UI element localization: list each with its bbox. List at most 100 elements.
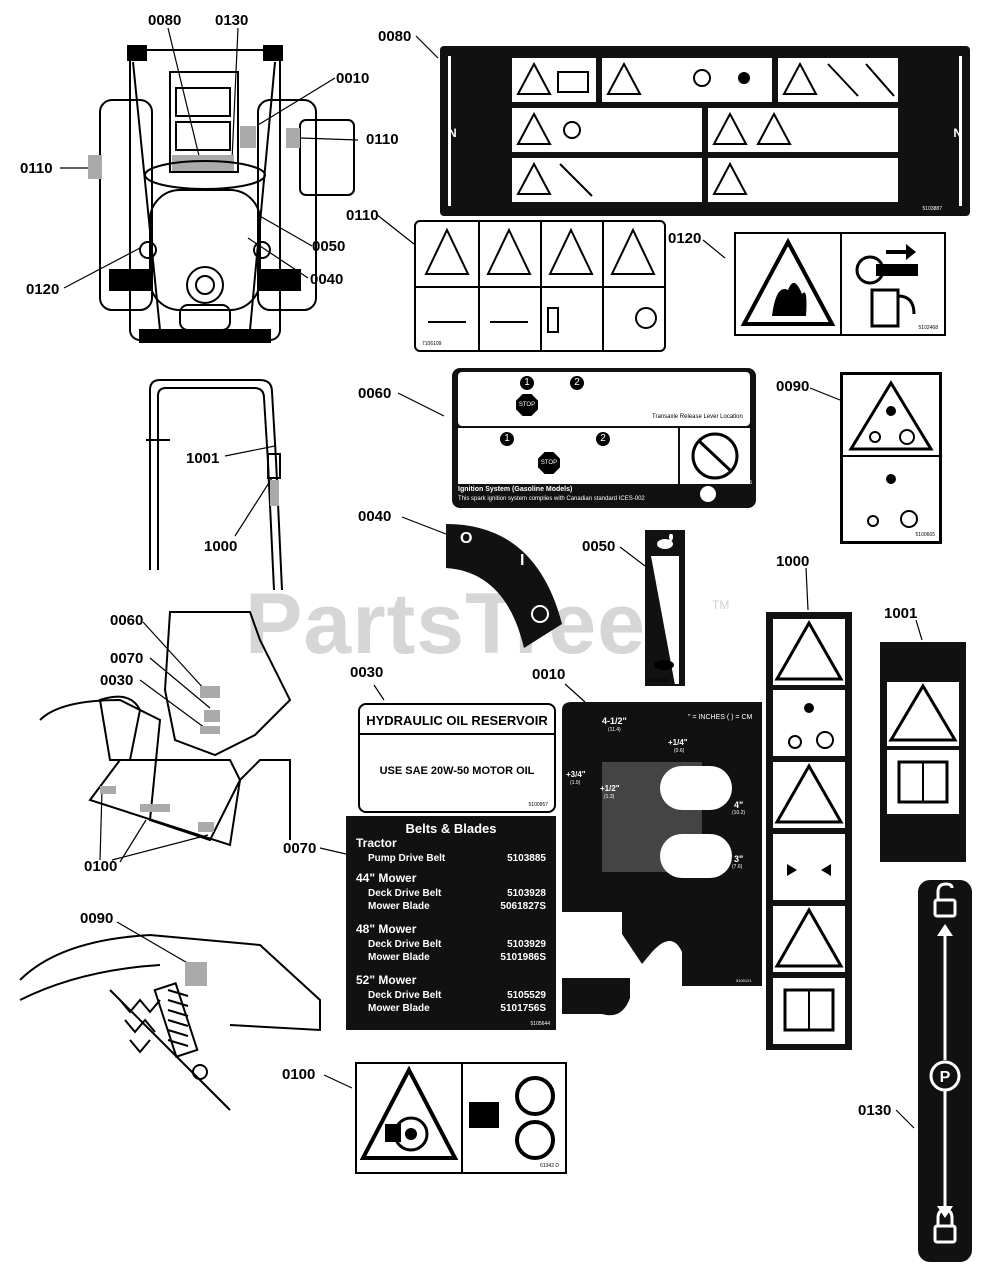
height-plus-1-2-cm: (1.3)	[604, 794, 615, 800]
callout-0030-console[interactable]: 0030	[100, 672, 134, 689]
decal-code: 5103887	[922, 206, 942, 212]
callout-0060-console[interactable]: 0060	[110, 612, 144, 629]
callout-0130-machine[interactable]: 0130	[215, 12, 249, 29]
belts-blades-title: Belts & Blades	[405, 821, 497, 836]
height-4-cm: (10.2)	[732, 810, 746, 816]
callout-0040-machine[interactable]: 0040	[310, 271, 344, 288]
warning-rollover-icon	[512, 158, 702, 202]
steering-handle-view	[146, 379, 283, 591]
callout-0070[interactable]: 0070	[283, 840, 317, 857]
callout-1001[interactable]: 1001	[884, 605, 918, 622]
decal-0050-throttle: 5100960	[645, 530, 685, 686]
warning-read-manual-icon	[512, 58, 596, 102]
section-48-heading: 48" Mower	[356, 922, 417, 936]
callout-1000[interactable]: 1000	[776, 553, 810, 570]
decal-0030-hydraulic-oil: HYDRAULIC OIL RESERVOIR USE SAE 20W-50 M…	[358, 703, 556, 813]
warning-slope-icon	[512, 108, 702, 152]
shock-absorber-view	[19, 933, 321, 1111]
warning-pinch-icon	[773, 762, 845, 828]
warning-no-riders-icon	[778, 58, 898, 102]
trademark-mark: TM	[712, 598, 730, 612]
decal-1000-handle-warnings	[766, 612, 852, 1050]
callout-0120[interactable]: 0120	[668, 230, 702, 247]
step-2-label: 2	[570, 376, 584, 390]
csa-logo-icon	[700, 486, 716, 502]
warning-bystander-icon	[887, 682, 959, 746]
decal-code: 5100121	[736, 978, 752, 983]
decal-1001-handle-warning	[880, 642, 966, 862]
callout-0130[interactable]: 0130	[858, 1102, 892, 1119]
section-44-heading: 44" Mower	[356, 871, 417, 885]
operator-seated-icon	[773, 690, 845, 756]
decal-0080-safety: N N 5103887	[440, 46, 970, 216]
decal-code: 5100725	[732, 480, 752, 486]
arrow-vertical-left-icon	[448, 56, 463, 206]
hydraulic-body: USE SAE 20W-50 MOTOR OIL	[379, 765, 535, 777]
unit-legend: " = INCHES ( ) = CM	[688, 714, 753, 721]
decal-code: 5100957	[528, 802, 548, 808]
turtle-slow-icon	[651, 656, 677, 670]
callout-0010[interactable]: 0010	[532, 666, 566, 683]
callout-0050[interactable]: 0050	[582, 538, 616, 555]
warning-thrown-objects-icon	[708, 108, 898, 152]
handle-motion-icon	[773, 834, 845, 900]
height-3-cm: (7.6)	[732, 864, 743, 870]
ignition-text: This spark ignition system complies with…	[458, 496, 645, 502]
callout-0100[interactable]: 0100	[282, 1066, 316, 1083]
read-manual-icon	[773, 978, 845, 1044]
no-riders-icon	[691, 432, 739, 480]
section-52-heading: 52" Mower	[356, 973, 417, 987]
callout-0010-machine[interactable]: 0010	[336, 70, 370, 87]
decal-0120-fire-warning: 5102468	[734, 232, 946, 336]
callout-0110-machine-left[interactable]: 0110	[20, 160, 53, 177]
decal-code: 5100665	[915, 532, 935, 538]
callout-0050-machine[interactable]: 0050	[312, 238, 346, 255]
callout-0060[interactable]: 0060	[358, 385, 392, 402]
decal-code: 61342 D	[540, 1163, 559, 1169]
callout-0110[interactable]: 0110	[346, 207, 379, 224]
stop-sign-icon-b: STOP	[538, 452, 560, 474]
height-plus-1-4-cm: (0.6)	[674, 748, 685, 754]
height-plus-3-4-cm: (1.9)	[570, 780, 581, 786]
callout-0090[interactable]: 0090	[776, 378, 810, 395]
callout-0040[interactable]: 0040	[358, 508, 392, 525]
read-manual-icon	[887, 750, 959, 814]
stop-sign-icon: STOP	[516, 394, 538, 416]
callout-0100-console[interactable]: 0100	[84, 858, 118, 875]
tractor-top-view	[88, 45, 355, 343]
decal-code: 5102468	[918, 325, 938, 331]
callout-0080[interactable]: 0080	[378, 28, 412, 45]
callout-0030[interactable]: 0030	[350, 664, 384, 681]
height-4-1-2: 4-1/2"	[602, 716, 627, 726]
decal-code: 5105644	[530, 1021, 550, 1027]
decal-code: 5100960	[649, 678, 669, 684]
hydraulic-title: HYDRAULIC OIL RESERVOIR	[366, 713, 548, 728]
height-4-1-2-cm: (11.4)	[608, 727, 621, 733]
decal-0090-rollover-warning: 5100665	[840, 372, 942, 544]
callout-0090-shock[interactable]: 0090	[80, 910, 114, 927]
callout-1001-handle[interactable]: 1001	[186, 450, 220, 467]
callout-0110-machine-right[interactable]: 0110	[366, 131, 399, 148]
step-2-label-b: 2	[596, 432, 610, 446]
decal-0100-belt-warning: 61342 D	[355, 1062, 567, 1174]
callout-1000-handle[interactable]: 1000	[204, 538, 238, 555]
callout-0070-console[interactable]: 0070	[110, 650, 144, 667]
callout-0080-machine[interactable]: 0080	[148, 12, 182, 29]
lever-location-label: Transaxle Release Lever Location	[652, 414, 743, 420]
warning-bystanders-icon	[708, 158, 898, 202]
belt-entanglement-icon	[359, 1065, 555, 1160]
cutting-hazard-icons	[424, 227, 657, 333]
operator-rollover-icon	[848, 380, 934, 528]
height-plus-1-4: +1/4"	[668, 738, 688, 747]
fire-hazard-icon	[740, 237, 918, 328]
decal-0010-cut-height: " = INCHES ( ) = CM 4-1/2" (11.4) +1/4" …	[562, 702, 762, 1020]
ignition-title: Ignition System (Gasoline Models)	[458, 486, 573, 493]
callout-0120-machine[interactable]: 0120	[26, 281, 60, 298]
